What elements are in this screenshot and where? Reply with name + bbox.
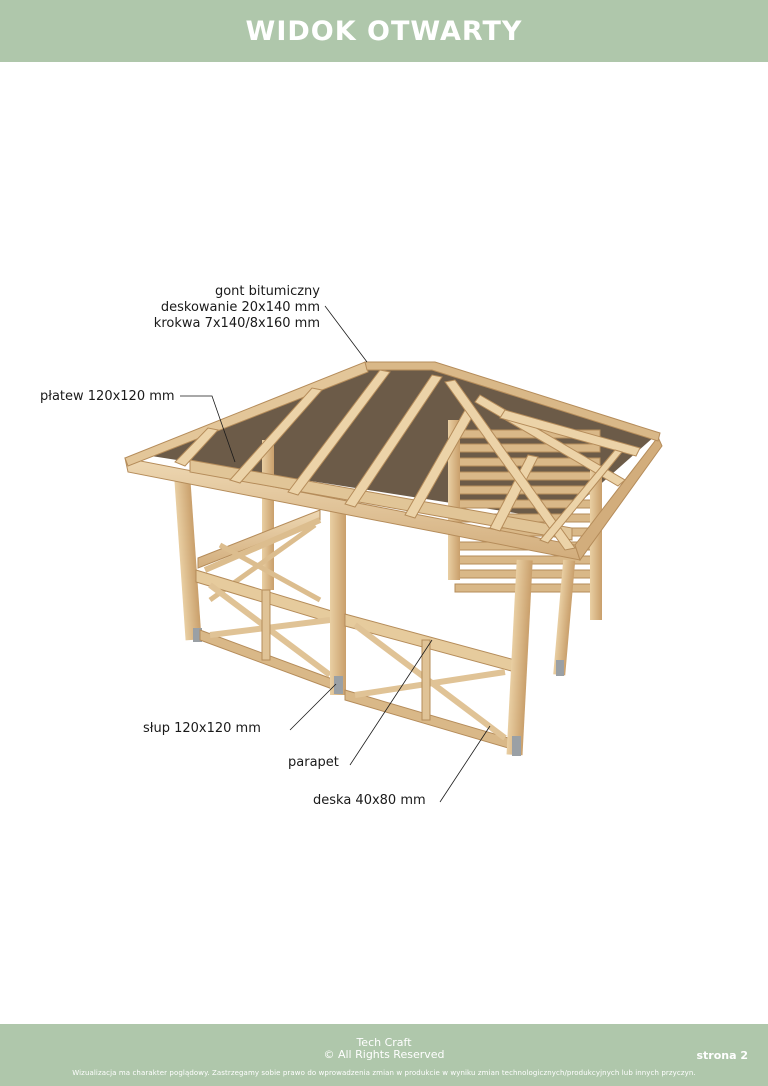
footer-rights: © All Rights Reserved (323, 1048, 445, 1061)
label-roof-3: krokwa 7x140/8x160 mm (153, 316, 320, 331)
page-header: WIDOK OTWARTY (0, 0, 768, 62)
front-post-left (174, 479, 202, 641)
front-post-right (506, 559, 533, 756)
footer-disclaimer: Wizualizacja ma charakter poglądowy. Zas… (72, 1069, 696, 1077)
label-parapet: parapet (288, 755, 339, 770)
label-purlin: płatew 120x120 mm (40, 389, 175, 404)
back-post-middle (448, 420, 460, 580)
gazebo-illustration (124, 305, 663, 803)
left-front-parapet (195, 569, 336, 691)
gazebo-drawing: gont bitumiczny deskowanie 20x140 mm kro… (0, 62, 768, 1024)
callout-lines (180, 305, 491, 803)
page-number: strona 2 (696, 1049, 748, 1062)
label-roof-1: gont bitumiczny (214, 284, 320, 299)
back-post-right (590, 470, 602, 620)
purlin (189, 459, 573, 541)
right-front-parapet (344, 613, 516, 751)
label-post: słup 120x120 mm (143, 721, 261, 736)
side-post-right (553, 559, 576, 676)
label-board: deska 40x80 mm (313, 793, 426, 808)
page-title: WIDOK OTWARTY (245, 15, 523, 47)
footer-company: Tech Craft (356, 1036, 412, 1049)
front-post-middle (330, 510, 346, 695)
label-roof-2: deskowanie 20x140 mm (160, 300, 320, 315)
page-footer: Tech Craft © All Rights Reserved strona … (0, 1024, 768, 1086)
rafters (174, 369, 641, 551)
roof-frame (124, 361, 663, 562)
